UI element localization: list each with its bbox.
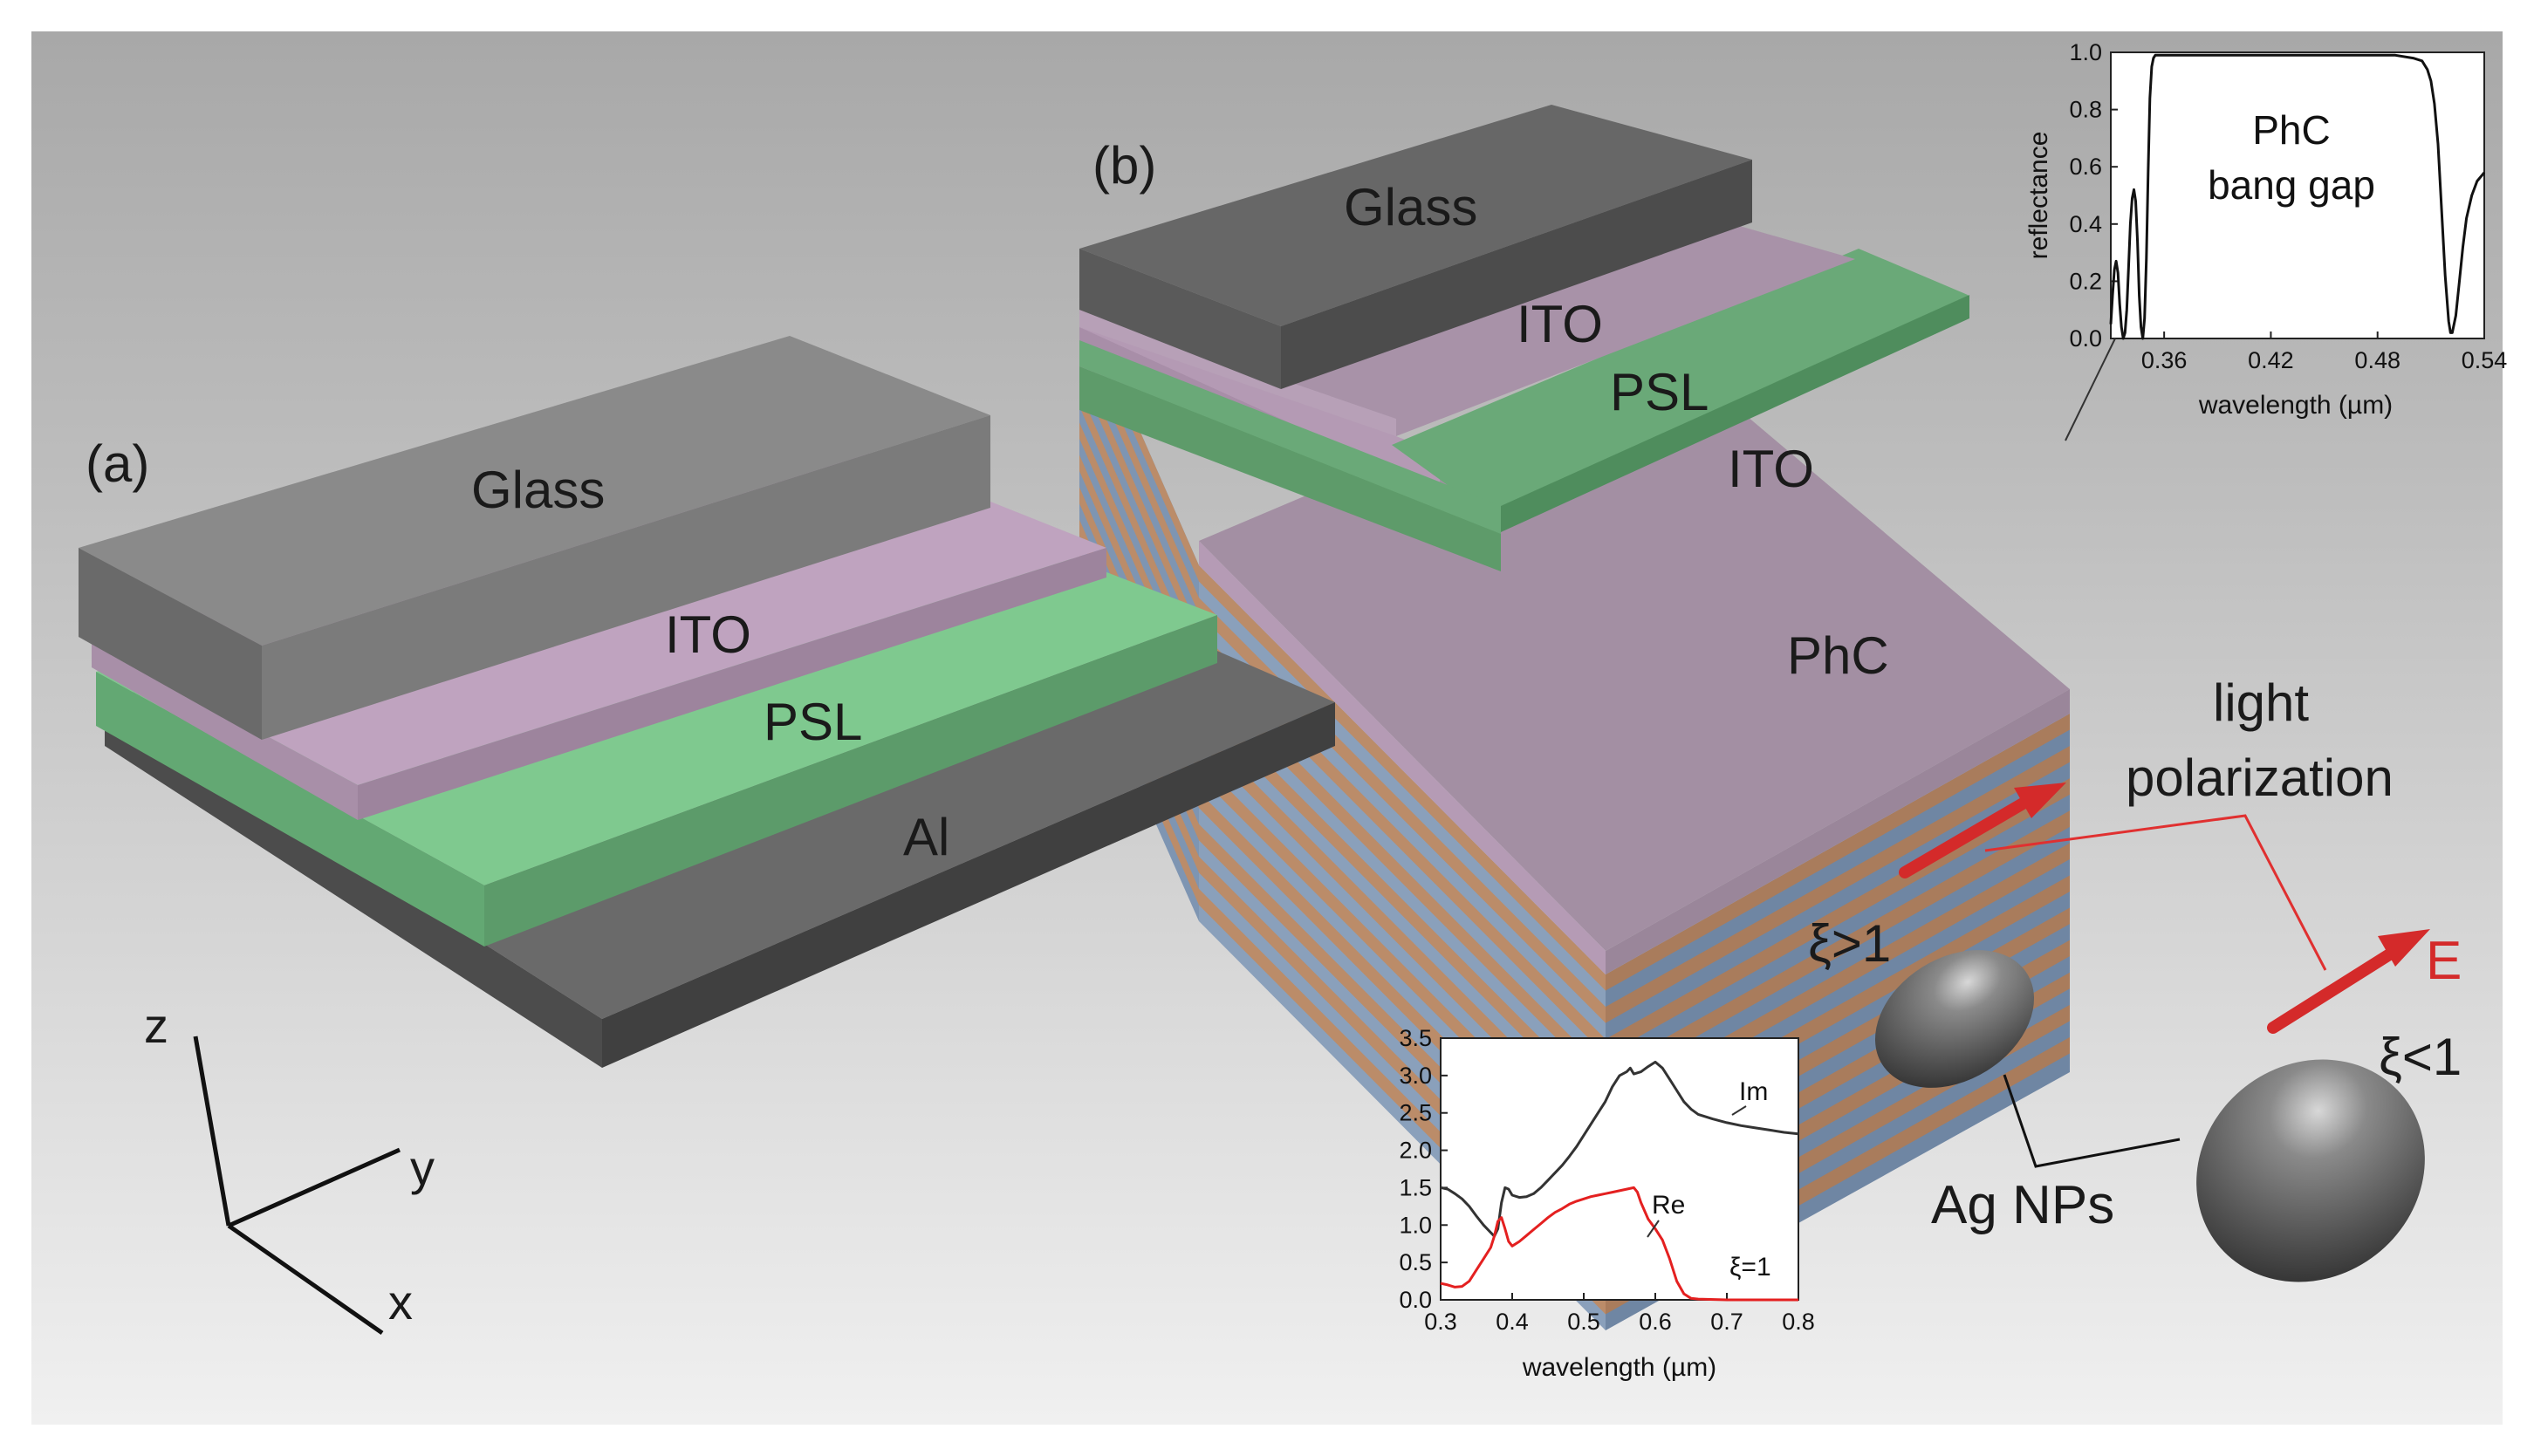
stack-b-ito-top-top [1274, 225, 1855, 436]
permittivity-x-tick-label: 0.3 [1424, 1309, 1457, 1335]
permittivity-y-tick-label: 0.0 [1399, 1287, 1432, 1313]
stack-a-glass-top [79, 336, 990, 646]
polarization-arrow-upper-head [2014, 783, 2066, 818]
permittivity-series-line [1440, 1186, 1798, 1302]
permittivity-annotation: ξ=1 [1729, 1253, 1771, 1282]
stack-a-psl-label: PSL [764, 693, 862, 751]
reflectance-y-label: reflectance [2024, 132, 2053, 260]
axes-triad [193, 1036, 401, 1336]
reflectance-plot-frame [2110, 51, 2485, 339]
stack-a-glass-front [79, 548, 262, 740]
oblate-label: ξ<1 [2379, 1028, 2462, 1086]
stack-a-al-label: Al [903, 808, 949, 866]
reflectance-x-tick-label: 0.42 [2248, 347, 2294, 373]
phc-layer [1606, 714, 2070, 991]
stack-b-glass-top [1079, 105, 1752, 326]
phc-layer [1199, 694, 1606, 1120]
polarization-arrow-lower-shaft [2267, 947, 2397, 1034]
polarization-leader-line [1984, 814, 2327, 971]
permittivity-x-tick-label: 0.5 [1567, 1309, 1600, 1335]
permittivity-chart: 0.3 0.4 0.5 0.6 0.7 0.8 0.0 0.5 1.0 1.5 2.0 2.5 3.0 3… [1399, 1025, 1814, 1382]
reflectance-y-tick-label: 0.2 [2069, 268, 2102, 294]
permittivity-x-tick-label: 0.7 [1710, 1309, 1743, 1335]
phc-layer [1606, 810, 2070, 1088]
phc-layer [1199, 662, 1606, 1088]
reflectance-y-tick-label: 0.4 [2069, 211, 2102, 237]
stack-a-ito-label: ITO [665, 605, 751, 664]
reflectance-y-tick-label: 1.0 [2069, 39, 2102, 65]
polarization-arrow-upper-shaft [1899, 796, 2031, 878]
reflectance-y-tick-label: 0.8 [2069, 97, 2102, 123]
permittivity-x-label: wavelength (µm) [1522, 1353, 1716, 1382]
reflectance-series-line [2109, 53, 2486, 340]
reflectance-chart: 0.36 0.42 0.48 0.54 0.0 0.2 0.4 0.6 0.8 1.0 PhC b… [2024, 39, 2507, 441]
x-axis-label: x [388, 1275, 413, 1330]
im-series-label: Im [1739, 1077, 1768, 1106]
reflectance-y-tick-label: 0.6 [2069, 154, 2102, 180]
permittivity-y-tick-label: 1.5 [1399, 1174, 1432, 1200]
permittivity-x-tick-label: 0.8 [1782, 1309, 1815, 1335]
permittivity-y-tick-label: 3.0 [1399, 1063, 1432, 1089]
stack-b-ito-bottom-front [1199, 541, 1606, 974]
re-series-pointer [1647, 1220, 1660, 1238]
prolate-label: ξ>1 [1808, 914, 1891, 973]
reflectance-annotation-line1: PhC [2252, 107, 2330, 153]
stack-b-ito-bottom-label: ITO [1728, 440, 1814, 498]
stack-a-al-right [602, 702, 1335, 1068]
panel-b-label: (b) [1092, 136, 1156, 195]
ag-np-leader-line [2003, 1074, 2181, 1168]
x-axis-line [227, 1223, 384, 1336]
stack-b-glass-label: Glass [1344, 178, 1477, 236]
reflectance-x-tick-label: 0.54 [2462, 347, 2508, 373]
z-axis-label: z [144, 998, 168, 1053]
reflectance-y-tick-label: 0.0 [2069, 325, 2102, 352]
permittivity-y-tick-label: 0.5 [1399, 1249, 1432, 1275]
phc-layer [1606, 746, 2070, 1023]
stack-b-glass-right [1281, 160, 1752, 389]
polarization-label-line1: light [2213, 673, 2309, 732]
oblate-particle [2196, 1059, 2425, 1282]
y-axis-label: y [410, 1140, 435, 1195]
phc-layer [1079, 358, 1199, 646]
stack-b-upper [1079, 105, 1969, 571]
im-series-pointer [1731, 1105, 1747, 1116]
polarization-label-line2: polarization [2126, 749, 2394, 807]
panel-a-label: (a) [86, 434, 149, 493]
stack-b-phc-label: PhC [1787, 626, 1889, 685]
ag-np-label: Ag NPs [1931, 1175, 2114, 1235]
permittivity-plot-frame [1440, 1037, 1799, 1301]
polarization-arrow-lower-head [2378, 929, 2430, 967]
z-axis-line [193, 1036, 231, 1227]
permittivity-x-tick-label: 0.6 [1639, 1309, 1672, 1335]
y-axis-line [227, 1147, 401, 1228]
permittivity-y-tick-label: 1.0 [1399, 1212, 1432, 1238]
stack-b-ito-bottom-right [1606, 689, 2070, 974]
stack-b-psl-label: PSL [1610, 363, 1709, 421]
re-series-label: Re [1652, 1191, 1685, 1220]
permittivity-y-tick-label: 3.5 [1399, 1025, 1432, 1051]
field-e-label: E [2426, 931, 2462, 991]
stack-b-psl-top [1392, 249, 1969, 523]
reflectance-x-label: wavelength (µm) [2198, 391, 2393, 420]
prolate-particle [1874, 950, 2035, 1088]
stack-b-ito-top-label: ITO [1517, 295, 1603, 353]
stack-a-glass-label: Glass [471, 461, 605, 519]
permittivity-x-tick-label: 0.4 [1496, 1309, 1529, 1335]
polarization-group: light polarization E [1899, 673, 2462, 1034]
reflectance-x-tick-label: 0.48 [2354, 347, 2400, 373]
stack-a-glass-right [262, 415, 990, 740]
permittivity-y-tick-label: 2.0 [1399, 1138, 1432, 1164]
reflectance-annotation-line2: bang gap [2208, 162, 2375, 208]
permittivity-y-tick-label: 2.5 [1399, 1100, 1432, 1126]
stack-b-glass-front [1079, 249, 1281, 389]
ag-nanoparticles: ξ>1 ξ<1 Ag NPs [1808, 914, 2462, 1282]
phc-layer [1199, 565, 1606, 991]
reflectance-x-tick-label: 0.36 [2141, 347, 2188, 373]
stack-a [79, 336, 1335, 1068]
reflectance-pointer-line [2065, 338, 2116, 441]
